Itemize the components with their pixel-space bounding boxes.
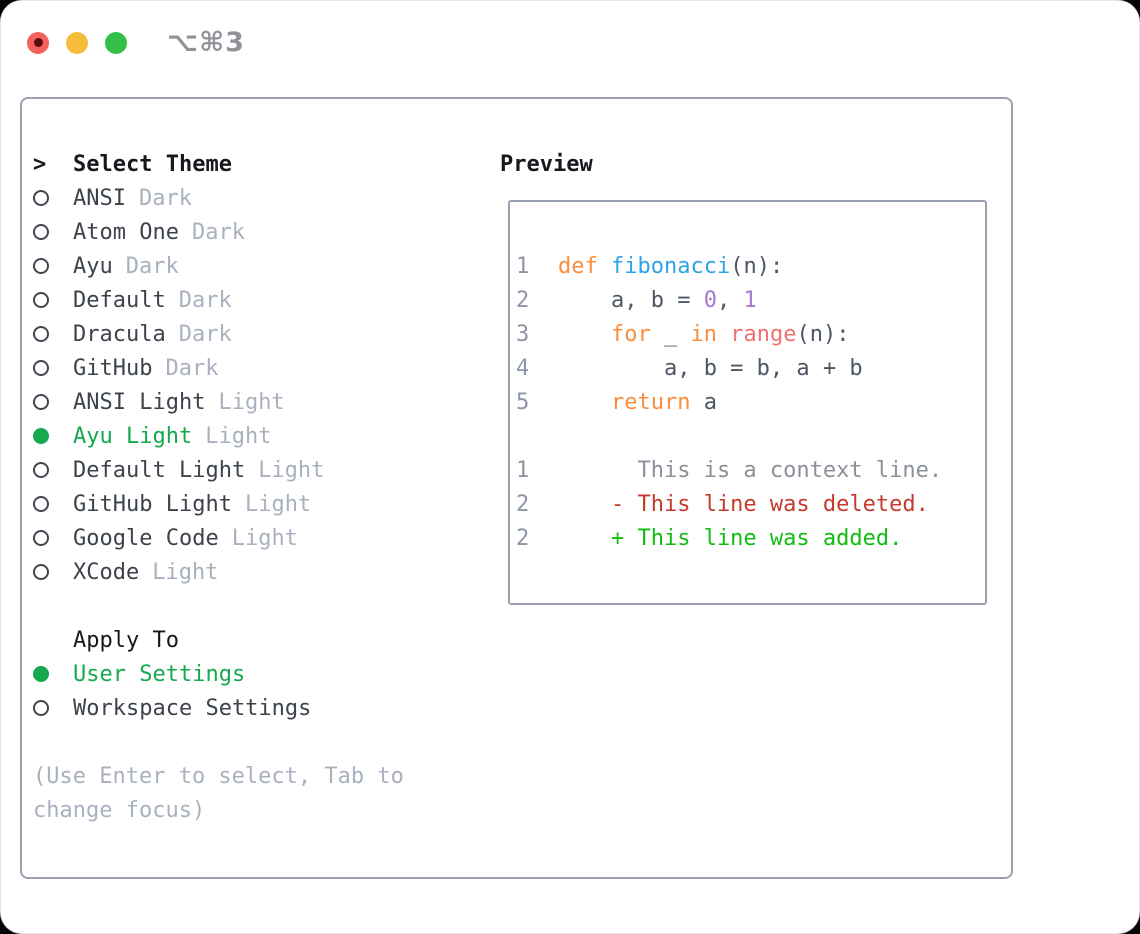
radio-icon — [33, 250, 73, 284]
theme-option-xcode-light[interactable]: XCode Light — [33, 556, 453, 590]
apply-option-label: User Settings — [73, 662, 246, 687]
theme-name: XCode — [73, 560, 140, 585]
line-number: 3 — [516, 322, 530, 347]
theme-name: Ayu Light — [73, 424, 193, 449]
radio-icon — [33, 522, 73, 556]
radio-icon — [33, 216, 73, 250]
code-line: 2 a, b = 0, 1 — [516, 284, 985, 318]
zoom-button[interactable] — [105, 31, 127, 54]
select-theme-title: Select Theme — [73, 152, 232, 177]
diff-preview: 1 This is a context line.2 - This line w… — [516, 454, 985, 556]
radio-icon — [33, 284, 73, 318]
theme-variant-tag: Dark — [125, 254, 179, 279]
theme-variant-tag: Light — [205, 424, 272, 449]
radio-icon — [33, 488, 73, 522]
theme-variant-tag: Dark — [178, 288, 232, 313]
radio-icon — [33, 692, 73, 726]
theme-name: Google Code — [73, 526, 219, 551]
theme-option-atom-one-dark[interactable]: Atom One Dark — [33, 216, 453, 250]
apply-to-title: Apply To — [73, 628, 179, 653]
theme-option-github-light-light[interactable]: GitHub Light Light — [33, 488, 453, 522]
minimize-button[interactable] — [66, 31, 88, 54]
diff-line-deleted: 2 - This line was deleted. — [516, 488, 985, 522]
code-line: 4 a, b = b, a + b — [516, 352, 985, 386]
preview-title: Preview — [500, 152, 593, 177]
close-button[interactable] — [27, 31, 49, 54]
theme-name: Ayu — [73, 254, 113, 279]
theme-option-github-dark[interactable]: GitHub Dark — [33, 352, 453, 386]
theme-variant-tag: Dark — [178, 322, 232, 347]
line-number: 2 — [516, 288, 530, 313]
line-number: 1 — [516, 254, 530, 279]
theme-variant-tag: Light — [231, 526, 298, 551]
apply-to-header: Apply To — [33, 624, 453, 658]
radio-icon — [33, 182, 73, 216]
radio-icon — [33, 556, 73, 590]
theme-selector-panel — [20, 97, 1013, 879]
diff-line-added: 2 + This line was added. — [516, 522, 985, 556]
titlebar: ⌥⌘3 — [27, 27, 245, 58]
code-line: 3 for _ in range(n): — [516, 318, 985, 352]
theme-name: Dracula — [73, 322, 166, 347]
theme-name: GitHub — [73, 356, 153, 381]
apply-option-label: Workspace Settings — [73, 696, 312, 721]
line-number: 4 — [516, 356, 530, 381]
theme-variant-tag: Dark — [191, 220, 245, 245]
theme-option-ansi-light-light[interactable]: ANSI Light Light — [33, 386, 453, 420]
line-number: 5 — [516, 390, 530, 415]
theme-option-google-code-light[interactable]: Google Code Light — [33, 522, 453, 556]
radio-selected-icon — [33, 420, 73, 454]
theme-variant-tag: Dark — [138, 186, 192, 211]
theme-variant-tag: Dark — [165, 356, 219, 381]
theme-name: ANSI — [73, 186, 126, 211]
theme-variant-tag: Light — [258, 458, 325, 483]
line-number: 1 — [516, 458, 530, 483]
diff-line-context: 1 This is a context line. — [516, 454, 985, 488]
radio-icon — [33, 352, 73, 386]
theme-variant-tag: Light — [244, 492, 312, 517]
theme-variant-tag: Light — [218, 390, 285, 415]
theme-option-ansi-dark[interactable]: ANSI Dark — [33, 182, 453, 216]
theme-name: Atom One — [73, 220, 179, 245]
theme-option-dracula-dark[interactable]: Dracula Dark — [33, 318, 453, 352]
theme-option-default-dark[interactable]: Default Dark — [33, 284, 453, 318]
select-theme-header: > Select Theme — [33, 148, 453, 182]
theme-name: GitHub Light — [73, 492, 232, 517]
theme-variant-tag: Light — [152, 560, 219, 585]
theme-option-ayu-light-light[interactable]: Ayu Light Light — [33, 420, 453, 454]
help-text: (Use Enter to select, Tab to change focu… — [33, 764, 404, 823]
apply-option-workspace-settings[interactable]: Workspace Settings — [33, 692, 453, 726]
line-number: 2 — [516, 492, 530, 517]
theme-name: Default — [73, 288, 166, 313]
theme-name: ANSI Light — [73, 390, 206, 415]
radio-selected-icon — [33, 658, 73, 692]
radio-icon — [33, 318, 73, 352]
line-number: 2 — [516, 526, 530, 551]
unsaved-dot-icon — [33, 38, 43, 47]
theme-option-default-light-light[interactable]: Default Light Light — [33, 454, 453, 488]
radio-icon — [33, 386, 73, 420]
window-title: ⌥⌘3 — [167, 27, 245, 58]
apply-option-user-settings[interactable]: User Settings — [33, 658, 453, 692]
theme-option-ayu-dark[interactable]: Ayu Dark — [33, 250, 453, 284]
theme-name: Default Light — [73, 458, 246, 483]
radio-icon — [33, 454, 73, 488]
cursor-icon: > — [33, 152, 47, 177]
code-line: 5 return a — [516, 386, 985, 420]
